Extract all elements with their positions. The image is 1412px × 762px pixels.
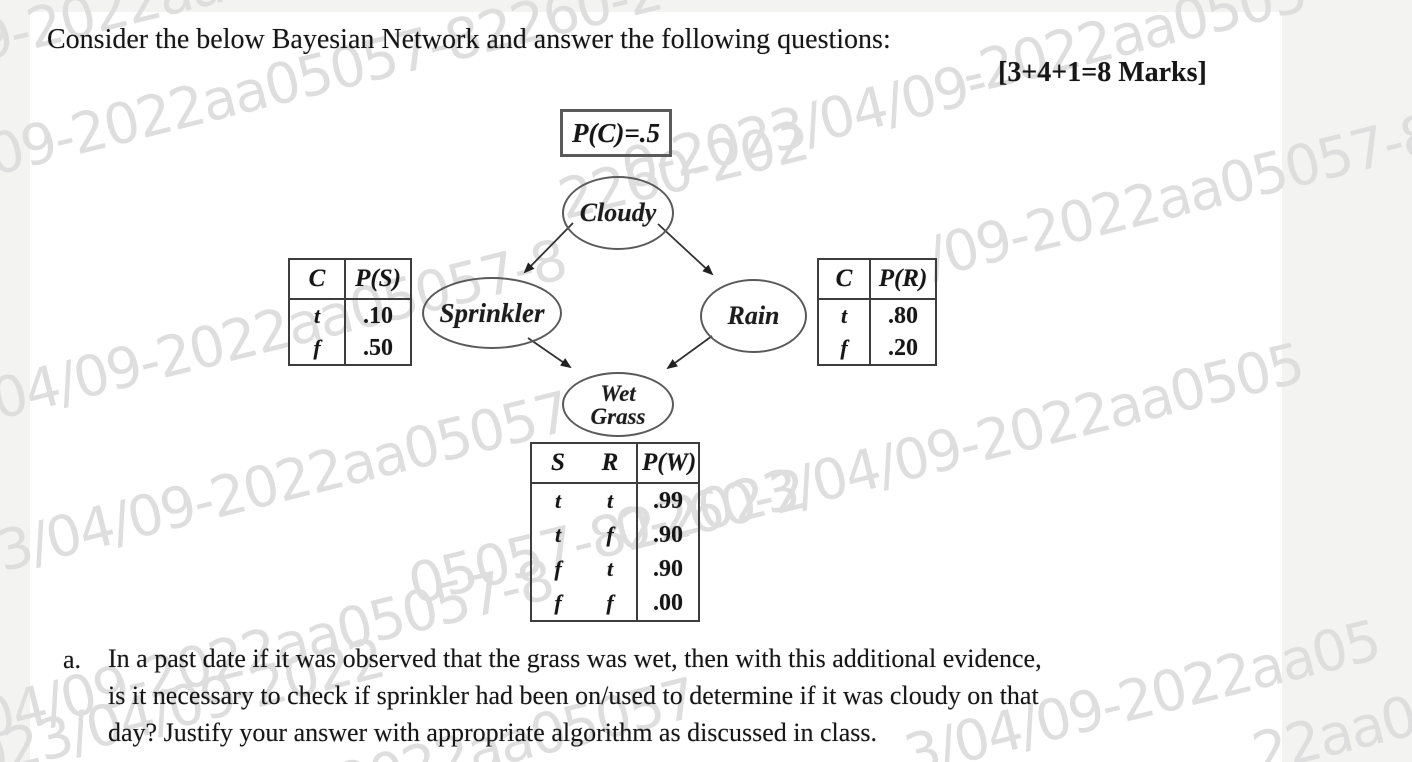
node-rain: Rain (700, 279, 807, 353)
marks-badge: [3+4+1=8 Marks] (998, 57, 1207, 88)
prior-probability-box: P(C)=.5 (560, 109, 672, 157)
question-item-label: a. (63, 645, 82, 674)
cpt-header-cell: P(R) (869, 259, 936, 300)
cpt-header-cell: R (584, 443, 637, 484)
cpt-condition-cell: f (554, 590, 562, 615)
cpt-condition-cell: t (606, 556, 614, 581)
node-wet-grass-line1: Wet (600, 380, 636, 406)
cpt-row: t .10 (289, 299, 411, 332)
watermark-text: 0-2023/04/09-2022aa0505 (608, 331, 1310, 566)
cpt-row: t .80 (818, 299, 936, 332)
cpt-probability-cell: .10 (344, 299, 411, 332)
question-line-2: is it necessary to check if sprinkler ha… (108, 681, 1039, 710)
cpt-condition-cell: f (554, 556, 562, 581)
cpt-condition-cell: f (606, 590, 614, 615)
watermark-text: /09-2022aa05057-8 (920, 101, 1412, 292)
cpt-probability-cell: .00 (636, 586, 699, 621)
question-intro-text: Consider the below Bayesian Network and … (47, 24, 891, 55)
node-wet-grass: Wet Grass (562, 372, 674, 437)
cpt-condition-cell: f (606, 522, 614, 547)
cpt-condition-cell: t (554, 488, 562, 513)
cpt-header-cell: P(W) (636, 443, 699, 484)
cpt-condition-cell: t (554, 522, 562, 547)
watermark-text: -2022aa0505 (955, 0, 1313, 109)
cpt-header-cell: C (289, 259, 345, 300)
question-line-3: day? Justify your answer with appropriat… (108, 718, 877, 747)
cpt-row: f t .90 (531, 552, 699, 586)
node-cloudy: Cloudy (562, 176, 674, 250)
cpt-header-cell: C (818, 259, 870, 300)
cpt-condition-cell: t (840, 303, 848, 328)
cpt-probability-cell: .20 (869, 332, 936, 365)
cpt-condition-cell: t (606, 488, 614, 513)
cpt-probability-cell: .50 (344, 332, 411, 365)
cpt-row: f .20 (818, 332, 936, 365)
cpt-header-cell: P(S) (344, 259, 411, 300)
node-sprinkler: Sprinkler (422, 277, 562, 349)
cpt-row: t t .99 (531, 483, 699, 518)
cpt-probability-cell: .80 (869, 299, 936, 332)
question-line-1: In a past date if it was observed that t… (108, 644, 1042, 673)
cpt-condition-cell: f (313, 335, 321, 360)
cpt-probability-cell: .90 (636, 552, 699, 586)
cpt-condition-cell: t (313, 303, 321, 328)
cpt-row: f .50 (289, 332, 411, 365)
cpt-probability-cell: .99 (636, 483, 699, 518)
cpt-row: f f .00 (531, 586, 699, 621)
cpt-probability-cell: .90 (636, 518, 699, 552)
cpt-header-cell: S (531, 443, 584, 484)
cpt-row: t f .90 (531, 518, 699, 552)
cpt-condition-cell: f (840, 335, 848, 360)
node-wet-grass-line2: Grass (590, 403, 646, 429)
